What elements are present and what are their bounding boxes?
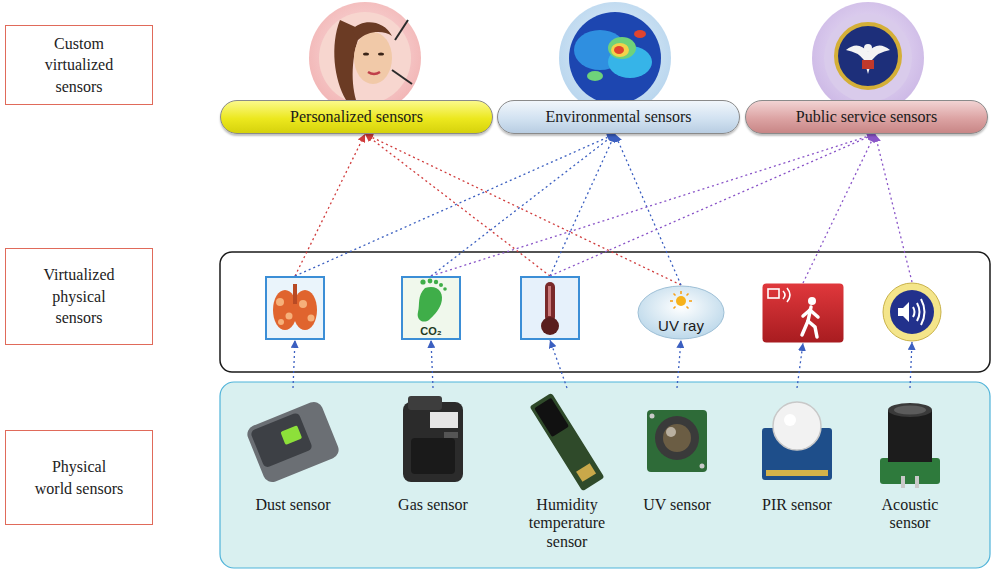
dotted-connector	[875, 134, 912, 282]
virtual-band	[220, 252, 990, 372]
uv-sensor: UV sensor	[622, 388, 732, 528]
category-pill: Public service sensors	[745, 100, 988, 134]
humidity-icon	[520, 276, 580, 340]
sensor-caption: Acoustic sensor	[865, 496, 955, 533]
humidity-icon-art	[520, 276, 580, 340]
humidity-temperature-sensor-art	[517, 388, 617, 496]
category-label: Personalized sensors	[290, 107, 423, 126]
beauty-badge	[309, 2, 421, 114]
dotted-connector	[550, 134, 615, 276]
sensor-caption: PIR sensor	[762, 496, 832, 514]
category-pill: Personalized sensors	[220, 100, 493, 134]
dust-sensor: Dust sensor	[238, 388, 348, 528]
humidity-temperature-sensor: Humidity temperature sensor	[517, 388, 617, 551]
sensor-caption: UV sensor	[643, 496, 711, 514]
dotted-connector	[295, 134, 615, 276]
dotted-connector	[910, 342, 912, 388]
emblem-badge	[812, 2, 924, 114]
sensor-caption: Dust sensor	[255, 496, 330, 514]
dotted-connector	[550, 134, 875, 276]
gas-sensor: Gas sensor	[378, 388, 488, 528]
heatmap-badge	[559, 2, 671, 114]
dust-icon-art	[265, 276, 325, 340]
dotted-connector	[677, 340, 681, 388]
dotted-connector	[803, 134, 875, 283]
physical-panel	[220, 382, 990, 568]
acoustic-sensor: Acoustic sensor	[865, 388, 955, 533]
dotted-connector	[431, 340, 433, 388]
sensor-caption: Gas sensor	[398, 496, 468, 514]
gas-sensor-art	[378, 388, 488, 496]
dotted-connector	[431, 134, 615, 276]
pir-icon-art	[762, 283, 844, 343]
level-label: Physical world sensors	[34, 456, 124, 499]
acoustic-icon	[882, 282, 942, 342]
level-label-box: Physical world sensors	[5, 430, 153, 525]
dotted-connector	[615, 134, 681, 285]
level-label: Virtualized physical sensors	[34, 264, 124, 329]
pir-sensor-art	[742, 388, 852, 496]
pir-icon	[762, 283, 844, 343]
dust-icon	[265, 276, 325, 340]
pir-sensor: PIR sensor	[742, 388, 852, 528]
dotted-connector	[365, 134, 681, 285]
dust-sensor-art	[238, 388, 348, 496]
dotted-connector	[293, 340, 295, 388]
uv-sensor-art	[622, 388, 732, 496]
acoustic-icon-art	[882, 282, 942, 342]
dotted-connector	[431, 134, 875, 276]
acoustic-sensor-art	[865, 388, 955, 496]
category-label: Public service sensors	[796, 107, 937, 126]
sensor-caption: Humidity temperature sensor	[517, 496, 617, 551]
level-label-box: Virtualized physical sensors	[5, 248, 153, 345]
category-pill: Environmental sensors	[497, 100, 740, 134]
level-label: Custom virtualized sensors	[34, 33, 124, 98]
icon-text: UV ray	[658, 317, 704, 334]
dotted-connector	[797, 343, 803, 388]
dotted-connector	[550, 340, 567, 388]
level-label-box: Custom virtualized sensors	[5, 25, 153, 105]
dotted-connector	[295, 134, 365, 276]
uv-ray-icon: UV ray	[637, 285, 725, 340]
category-label: Environmental sensors	[545, 107, 691, 126]
icon-text: CO₂	[420, 325, 441, 337]
gas-icon: CO₂	[401, 276, 461, 340]
